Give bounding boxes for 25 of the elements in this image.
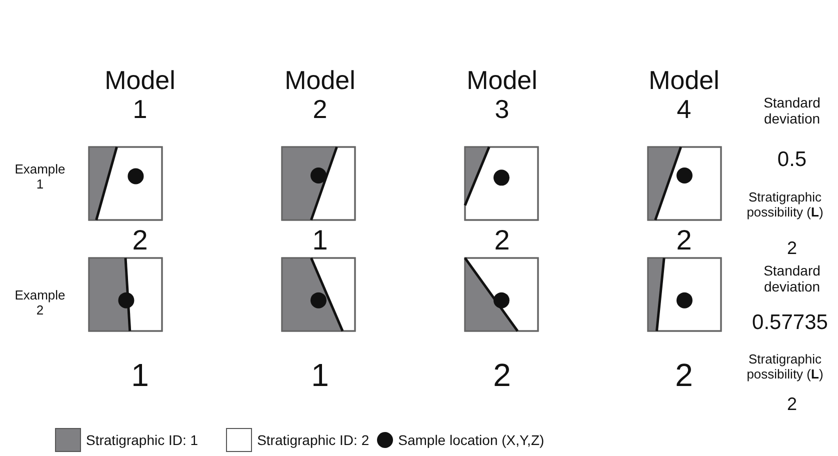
model-heading: Model 3 [466,66,538,124]
statistic-text: 0.5 [776,148,808,172]
legend-text: Stratigraphic ID: 1 [86,433,198,447]
stratigraphic-id-value: 2 [674,358,694,394]
model-heading: Model 1 [104,66,176,124]
stratigraphic-id-value: 2 [131,224,149,256]
stratigraphic-id-value: 2 [492,358,512,394]
stratigraphic-id-value: 2 [675,224,693,256]
statistic-text: 2 [786,238,798,258]
model-heading: Model 2 [284,66,356,124]
row-label: Example 1 [14,162,66,192]
statistic-text: 0.57735 [751,311,829,335]
statistic-text: Standard deviation [762,95,822,127]
statistic-text: Standard deviation [762,263,822,295]
legend-text: Stratigraphic ID: 2 [257,433,370,447]
stratigraphic-id-value: 1 [130,358,150,394]
row-label: Example 2 [14,288,66,318]
statistic-text: Stratigraphic possibility (L) [746,352,824,382]
stratigraphic-id-value: 1 [311,224,329,256]
stratigraphic-id-value: 2 [493,224,511,256]
model-heading: Model 4 [648,66,720,124]
statistic-text: Stratigraphic possibility (L) [746,190,824,220]
statistic-text: 2 [786,394,798,414]
legend-text: Sample location (X,Y,Z) [398,433,544,447]
stratigraphic-id-value: 1 [310,358,330,394]
